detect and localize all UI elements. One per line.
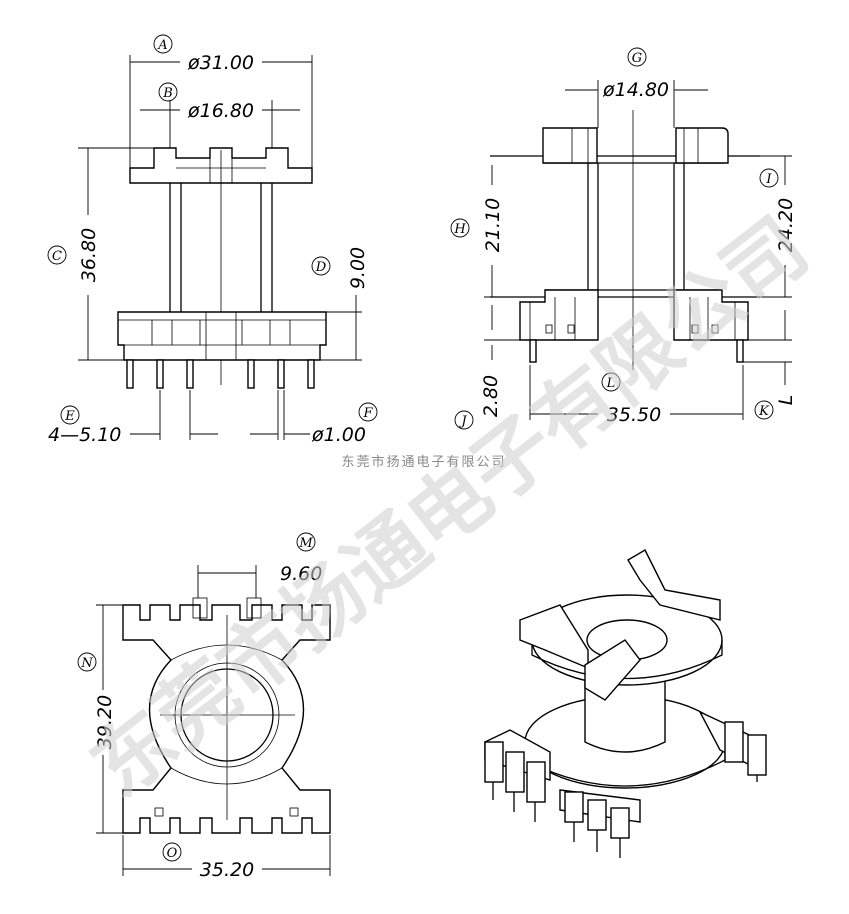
dim-f-value: ø1.00 <box>311 424 366 446</box>
dim-e-value: 4—5.10 <box>48 424 121 446</box>
marker-j: J <box>458 414 467 429</box>
dim-o-value: 35.20 <box>200 859 254 881</box>
marker-h: H <box>453 222 466 237</box>
dim-m-value: 9.60 <box>280 563 322 585</box>
marker-a: A <box>157 38 167 53</box>
dim-g-value: ø14.80 <box>602 79 669 101</box>
company-caption: 东莞市扬通电子有限公司 <box>341 454 506 470</box>
marker-o: O <box>167 846 178 861</box>
marker-l: L <box>606 376 616 391</box>
dim-i-value: 24.20 <box>775 198 797 252</box>
marker-k: K <box>758 404 770 419</box>
dim-a-value: ø31.00 <box>187 52 254 74</box>
marker-d: D <box>315 260 327 275</box>
dim-c-value: 36.80 <box>78 228 100 282</box>
top-view-outline <box>122 604 331 834</box>
marker-i: I <box>765 172 772 187</box>
side-view: G ø14.80 H 21.10 I 24.20 J 2.80 K L <box>450 47 797 430</box>
dim-j-value: 2.80 <box>480 375 502 417</box>
dim-n-value: 39.20 <box>94 695 116 749</box>
dim-b-value: ø16.80 <box>187 100 254 122</box>
top-view: M 9.60 N 39.20 O 35.20 <box>77 532 331 881</box>
dim-l-value: 35.50 <box>607 404 661 426</box>
front-view: A ø31.00 B ø16.80 C 36.80 D 9.00 E 4—5.1… <box>47 34 378 446</box>
marker-b: B <box>162 86 173 101</box>
dim-k-value: L <box>775 395 797 406</box>
marker-c: C <box>52 249 62 264</box>
dim-d-value: 9.00 <box>347 247 369 289</box>
marker-f: F <box>362 406 373 421</box>
marker-m: M <box>298 536 313 551</box>
marker-g: G <box>632 51 642 66</box>
dim-h-value: 21.10 <box>482 198 504 252</box>
isometric-view <box>484 549 767 858</box>
marker-n: N <box>80 656 93 671</box>
front-pins <box>126 359 315 389</box>
front-bottom-base <box>117 311 327 361</box>
marker-e: E <box>64 409 75 424</box>
